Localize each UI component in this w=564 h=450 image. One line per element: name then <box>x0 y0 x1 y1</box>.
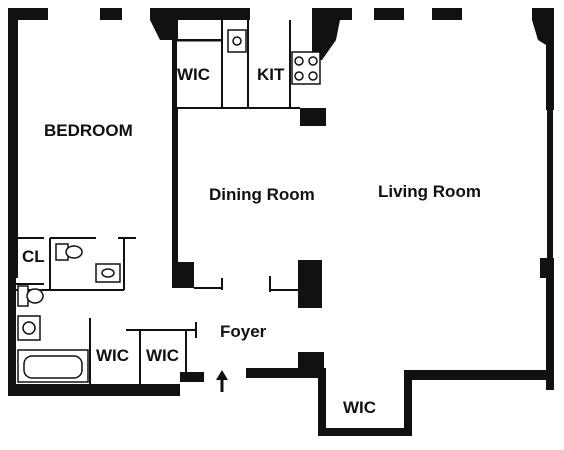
pilaster-kitchen <box>312 20 340 60</box>
wall-top-center <box>150 8 250 20</box>
wall-dining-west <box>172 108 178 288</box>
wall-bottom-right <box>404 370 554 380</box>
room-label-wic-entry: WIC <box>343 398 376 417</box>
wall-wic-bottom <box>318 428 412 436</box>
wall-bottom-entry-right <box>246 368 326 378</box>
column-entry <box>298 352 324 370</box>
entry-arrow-icon <box>216 370 228 392</box>
wall-right-upper <box>546 20 554 110</box>
wall-left-upper <box>8 8 18 278</box>
vanity-basin-icon <box>22 321 36 335</box>
wall-wic-top <box>176 39 223 42</box>
wall-top-kit-right <box>312 8 352 20</box>
toilet-bowl-icon <box>26 288 44 304</box>
wall-top-living-1 <box>374 8 404 20</box>
room-label-wic-bath: WIC <box>96 346 129 365</box>
wall-right-lower <box>546 278 554 390</box>
room-label-wic-foyer: WIC <box>146 346 179 365</box>
wall-right-notch <box>540 258 554 278</box>
room-label-bedroom: BEDROOM <box>44 121 133 140</box>
interior-walls <box>16 20 326 384</box>
toilet-bowl-icon <box>65 245 83 259</box>
bathroom-fixtures <box>17 243 121 383</box>
wall-bottom-entry-left <box>180 372 204 382</box>
wall-wic-right <box>404 370 412 436</box>
burner-icon <box>294 56 304 66</box>
wall-top-living-2 <box>432 8 462 20</box>
burner-icon <box>308 56 318 66</box>
wall-left-lower <box>8 284 16 396</box>
room-label-foyer: Foyer <box>220 322 267 341</box>
wall-bottom-left <box>8 384 180 396</box>
room-label-dining: Dining Room <box>209 185 315 204</box>
room-label-living: Living Room <box>378 182 481 201</box>
column-dining-sw <box>172 262 194 288</box>
burner-icon <box>308 71 318 81</box>
exterior-walls <box>8 8 554 436</box>
room-label-kitchen: KIT <box>257 65 285 84</box>
wall-top-right <box>532 8 554 20</box>
column-kitchen <box>300 108 326 126</box>
room-label-closet: CL <box>22 247 45 266</box>
wall-top-bed-mid <box>100 8 122 20</box>
wall-right-mid <box>547 110 553 260</box>
bath-sink-basin-icon <box>101 268 115 278</box>
wall-wic-left <box>318 370 326 436</box>
sink-drain-icon <box>232 36 242 46</box>
burner-icon <box>294 71 304 81</box>
column-center <box>298 260 322 308</box>
bathtub-basin-icon <box>23 355 83 379</box>
wall-bed-wic <box>172 20 177 115</box>
wall-left-closet <box>8 236 16 284</box>
pilaster-bedroom <box>150 20 178 40</box>
room-label-wic-kitchen: WIC <box>177 65 210 84</box>
